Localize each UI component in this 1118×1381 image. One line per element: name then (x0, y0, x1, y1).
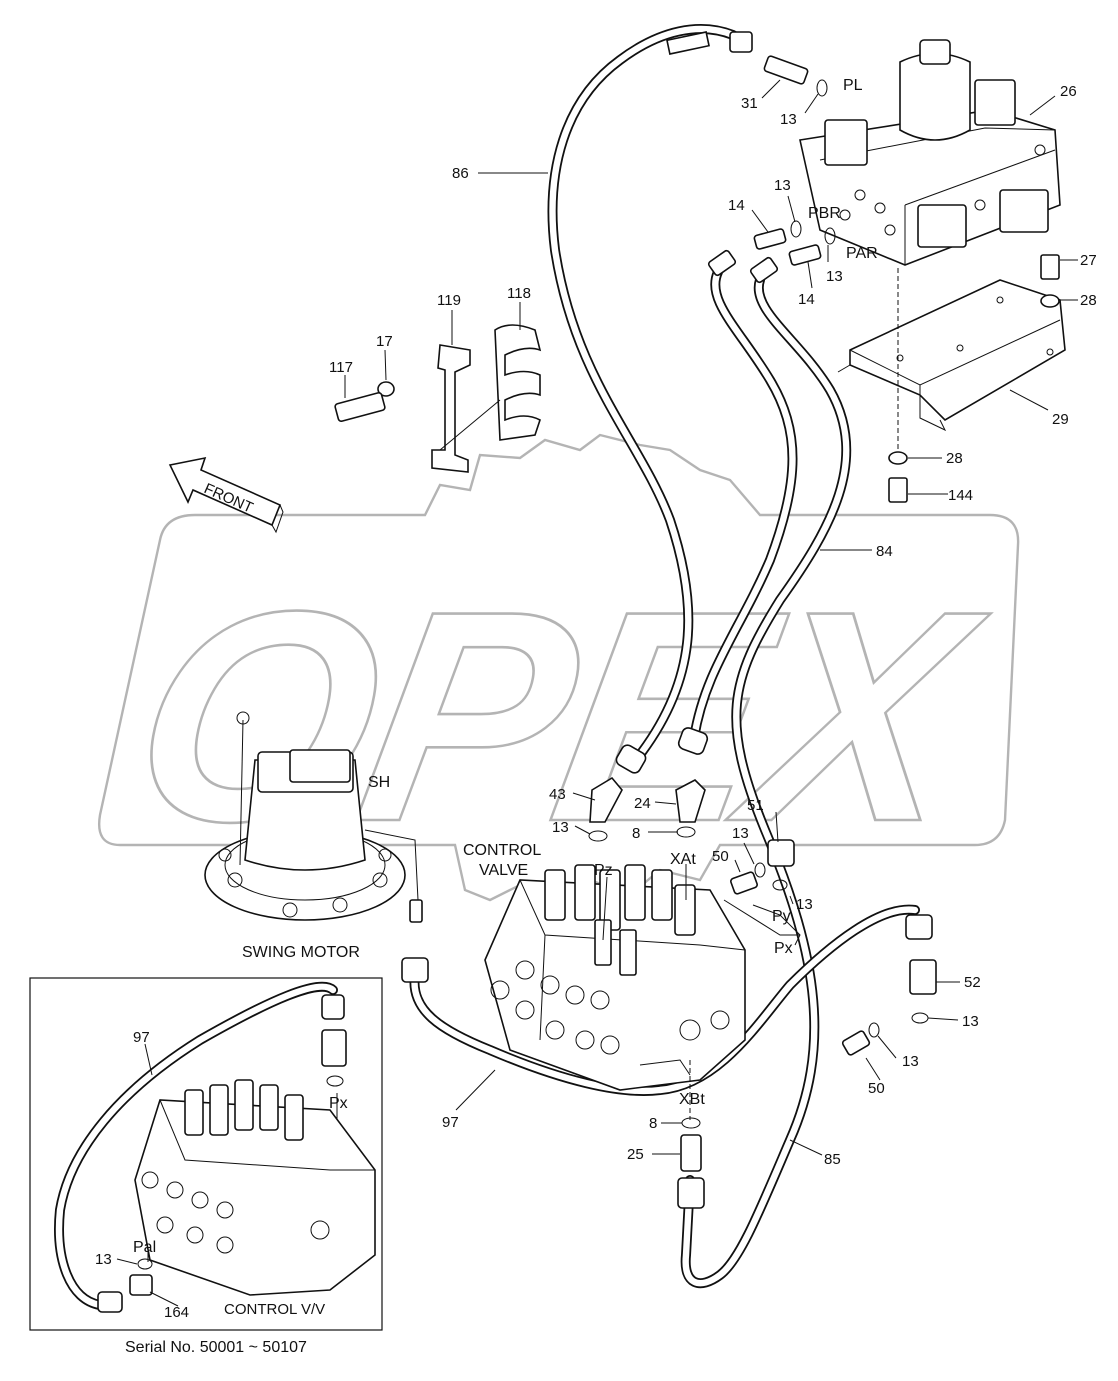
callout-117: 117 (329, 359, 353, 376)
callout-13: 13 (732, 825, 749, 842)
port-par: PAR (846, 245, 878, 262)
label-control: CONTROL (463, 842, 541, 859)
callout-118: 118 (507, 285, 531, 302)
valve-fittings (753, 55, 836, 266)
callout-86: 86 (452, 165, 469, 182)
callout-13: 13 (780, 111, 797, 128)
callout-28: 28 (946, 450, 963, 467)
callout-8: 8 (649, 1115, 657, 1132)
callout-13: 13 (796, 896, 813, 913)
port-px: Px (774, 940, 793, 957)
hose-fittings (97, 31, 933, 1313)
callout-27: 27 (1080, 252, 1097, 269)
port-py: Py (772, 908, 791, 925)
callout-50: 50 (868, 1080, 885, 1097)
callout-51: 51 (747, 797, 764, 814)
port-xbt: XBt (679, 1091, 705, 1108)
callout-26: 26 (1060, 83, 1077, 100)
callout-13: 13 (774, 177, 791, 194)
hose-97-main (409, 904, 920, 1096)
callout-labels: 31 PL 13 26 86 13 PBR 14 PAR 13 14 27 28… (95, 77, 1097, 1356)
callout-144: 144 (948, 487, 973, 504)
callout-50: 50 (712, 848, 729, 865)
label-swing-motor: SWING MOTOR (242, 944, 360, 961)
port-pl: PL (843, 77, 863, 94)
callout-13: 13 (552, 819, 569, 836)
solenoid-valve-block (799, 39, 1061, 266)
callout-164: 164 (164, 1304, 189, 1321)
front-direction-arrow: FRONT (168, 456, 284, 534)
callout-28: 28 (1080, 292, 1097, 309)
port-pbr: PBR (808, 205, 841, 222)
callout-17: 17 (376, 333, 393, 350)
port-inset-pal: Pal (133, 1239, 156, 1256)
callout-13-inset: 13 (95, 1251, 112, 1268)
callout-31: 31 (741, 95, 758, 112)
callout-24: 24 (634, 795, 651, 812)
callout-13: 13 (902, 1053, 919, 1070)
callout-13: 13 (826, 268, 843, 285)
cv-fittings (588, 776, 937, 1172)
inset-control-valve (129, 1029, 376, 1296)
swing-motor (204, 711, 419, 921)
callout-119: 119 (437, 292, 461, 309)
bracket-29 (837, 279, 1066, 432)
callout-25: 25 (627, 1146, 644, 1163)
callout-29: 29 (1052, 411, 1069, 428)
label-valve: VALVE (479, 862, 528, 879)
callout-85: 85 (824, 1151, 841, 1168)
hose-86 (547, 24, 738, 757)
control-valve-main (484, 864, 746, 1091)
callout-84: 84 (876, 543, 893, 560)
callout-13: 13 (962, 1013, 979, 1030)
leader-lines (116, 79, 1078, 1307)
callout-97: 97 (442, 1114, 459, 1131)
bolts-right (888, 254, 1060, 503)
label-inset-control-vv: CONTROL V/V (224, 1301, 325, 1318)
port-sh: SH (368, 774, 390, 791)
callout-14: 14 (798, 291, 815, 308)
hose-85 (680, 275, 852, 1289)
port-pz: Pz (594, 862, 613, 879)
callout-8: 8 (632, 825, 640, 842)
inset-frame (29, 977, 383, 1331)
callout-43: 43 (549, 786, 566, 803)
port-inset-px: Px (329, 1095, 348, 1112)
hose-84 (689, 267, 798, 743)
callout-52: 52 (964, 974, 981, 991)
port-xat: XAt (670, 851, 696, 868)
clamp-parts (334, 324, 542, 473)
serial-number: Serial No. 50001 ~ 50107 (125, 1339, 307, 1356)
callout-14: 14 (728, 197, 745, 214)
hose-97-inset (54, 981, 338, 1310)
callout-97-inset: 97 (133, 1029, 150, 1046)
